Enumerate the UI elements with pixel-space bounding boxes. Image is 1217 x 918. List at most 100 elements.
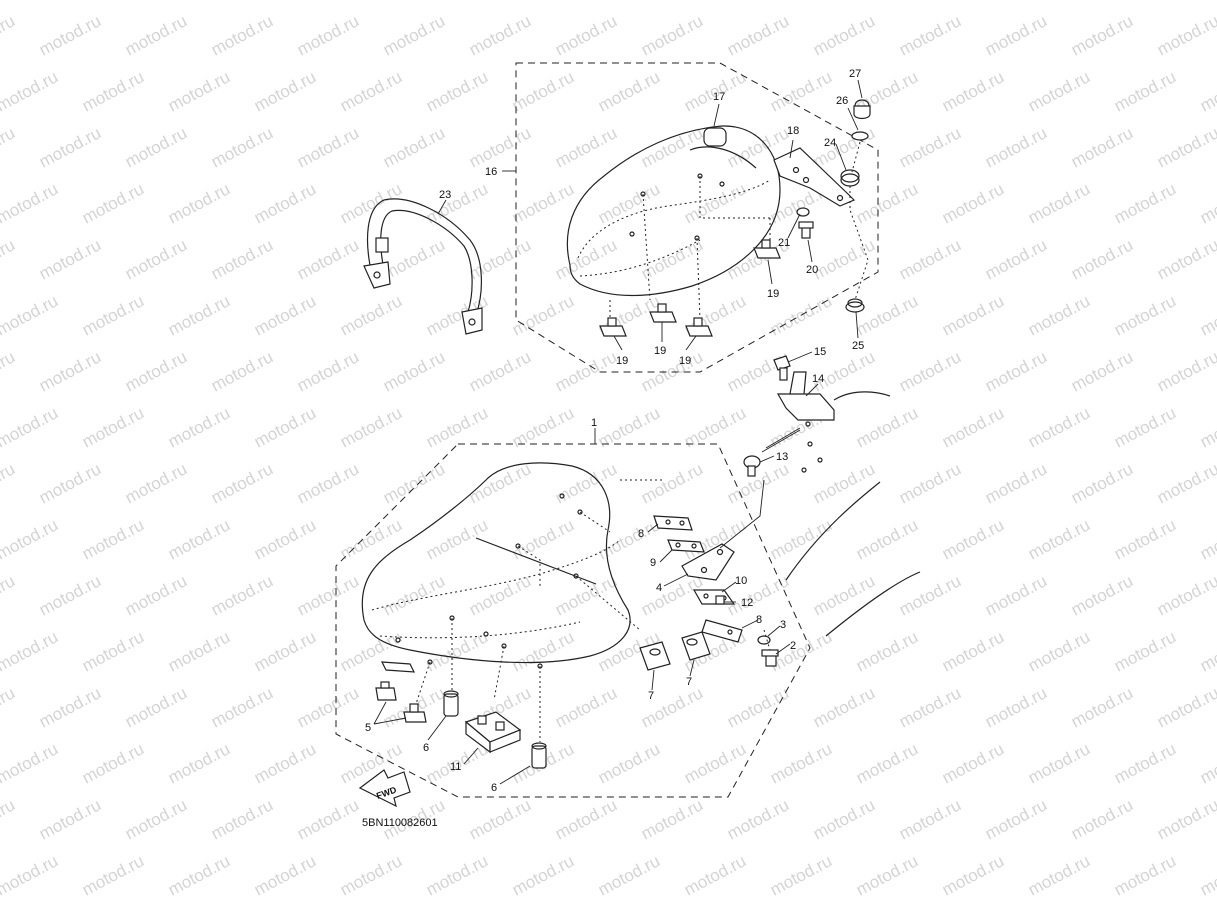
- watermark-text: motod.ru: [810, 11, 878, 59]
- watermark-text: motod.ru: [1025, 627, 1093, 675]
- callout-6-a: 6: [423, 742, 429, 754]
- watermark-text: motod.ru: [810, 459, 878, 507]
- watermark-text: motod.ru: [251, 291, 319, 339]
- watermark-text: motod.ru: [0, 571, 18, 619]
- watermark-text: motod.ru: [79, 179, 147, 227]
- watermark-text: motod.ru: [337, 403, 405, 451]
- watermark-text: motod.ru: [595, 67, 663, 115]
- watermark-text: motod.ru: [509, 0, 577, 4]
- watermark-text: motod.ru: [79, 515, 147, 563]
- watermark-text: motod.ru: [681, 179, 749, 227]
- watermark-text: motod.ru: [1068, 683, 1136, 731]
- watermark-text: motod.ru: [1025, 851, 1093, 899]
- watermark-text: motod.ru: [1025, 403, 1093, 451]
- watermark-text: motod.ru: [509, 627, 577, 675]
- watermark-text: motod.ru: [1197, 515, 1217, 563]
- watermark-text: motod.ru: [122, 907, 190, 913]
- watermark-text: motod.ru: [79, 0, 147, 4]
- watermark-text: motod.ru: [896, 123, 964, 171]
- watermark-text: motod.ru: [1154, 459, 1217, 507]
- callout-14: 14: [812, 373, 824, 385]
- callout-17: 17: [713, 91, 725, 103]
- watermark-text: motod.ru: [1025, 67, 1093, 115]
- watermark-text: motod.ru: [380, 11, 448, 59]
- watermark-text: motod.ru: [853, 403, 921, 451]
- watermark-text: motod.ru: [294, 795, 362, 843]
- watermark-text: motod.ru: [1197, 291, 1217, 339]
- watermark-text: motod.ru: [294, 347, 362, 395]
- watermark-text: motod.ru: [208, 907, 276, 913]
- watermark-text: motod.ru: [1068, 235, 1136, 283]
- watermark-text: motod.ru: [1111, 627, 1179, 675]
- front-seat-part: [361, 462, 662, 742]
- watermark-text: motod.ru: [165, 851, 233, 899]
- callout-27: 27: [849, 68, 861, 80]
- watermark-text: motod.ru: [1154, 11, 1217, 59]
- watermark-text: motod.ru: [1197, 851, 1217, 899]
- watermark-text: motod.ru: [1068, 347, 1136, 395]
- watermark-text: motod.ru: [638, 571, 706, 619]
- watermark-text: motod.ru: [208, 235, 276, 283]
- watermark-text: motod.ru: [423, 0, 491, 4]
- watermark-text: motod.ru: [36, 571, 104, 619]
- watermark-text: motod.ru: [0, 11, 18, 59]
- callout-8-b: 8: [756, 614, 762, 626]
- watermark-text: motod.ru: [853, 627, 921, 675]
- watermark-text: motod.ru: [896, 795, 964, 843]
- rear-seat-part: [566, 125, 781, 321]
- watermark-text: motod.ru: [896, 907, 964, 913]
- front-seat-group-outline: [335, 443, 811, 798]
- watermark-text: motod.ru: [595, 851, 663, 899]
- watermark-text: motod.ru: [1111, 403, 1179, 451]
- watermark-text: motod.ru: [208, 123, 276, 171]
- watermark-text: motod.ru: [0, 403, 61, 451]
- watermark-text: motod.ru: [0, 627, 61, 675]
- watermark-text: motod.ru: [251, 515, 319, 563]
- watermark-text: motod.ru: [767, 739, 835, 787]
- watermark-text: motod.ru: [1111, 291, 1179, 339]
- watermark-text: motod.ru: [1025, 739, 1093, 787]
- watermark-text: motod.ru: [552, 907, 620, 913]
- watermark-text: motod.ru: [1197, 0, 1217, 4]
- watermark-text: motod.ru: [1025, 515, 1093, 563]
- watermark-text: motod.ru: [294, 235, 362, 283]
- watermark-text: motod.ru: [36, 459, 104, 507]
- watermark-text: motod.ru: [0, 67, 61, 115]
- watermark-text: motod.ru: [982, 571, 1050, 619]
- watermark-text: motod.ru: [122, 571, 190, 619]
- rear-seat-hardware: [599, 99, 871, 337]
- watermark-text: motod.ru: [509, 851, 577, 899]
- watermark-text: motod.ru: [36, 683, 104, 731]
- watermark-text: motod.ru: [0, 459, 18, 507]
- watermark-text: motod.ru: [423, 67, 491, 115]
- watermark-text: motod.ru: [36, 123, 104, 171]
- watermark-text: motod.ru: [0, 739, 61, 787]
- watermark-text: motod.ru: [165, 403, 233, 451]
- callout-7-b: 7: [686, 676, 692, 688]
- watermark-text: motod.ru: [552, 459, 620, 507]
- watermark-text: motod.ru: [165, 179, 233, 227]
- watermark-text: motod.ru: [1111, 851, 1179, 899]
- watermark-text: motod.ru: [0, 683, 18, 731]
- watermark-text: motod.ru: [1068, 459, 1136, 507]
- callout-15: 15: [814, 346, 826, 358]
- watermark-text: motod.ru: [1197, 67, 1217, 115]
- watermark-text: motod.ru: [466, 235, 534, 283]
- watermark-text: motod.ru: [724, 11, 792, 59]
- callout-19-c: 19: [654, 345, 666, 357]
- watermark-text: motod.ru: [165, 739, 233, 787]
- watermark-text: motod.ru: [423, 179, 491, 227]
- watermark-text: motod.ru: [1068, 11, 1136, 59]
- watermark-text: motod.ru: [896, 459, 964, 507]
- watermark-text: motod.ru: [896, 11, 964, 59]
- watermark-text: motod.ru: [380, 235, 448, 283]
- watermark-text: motod.ru: [638, 459, 706, 507]
- callout-10: 10: [735, 575, 747, 587]
- callout-13: 13: [776, 451, 788, 463]
- callout-2: 2: [790, 640, 796, 652]
- watermark-text: motod.ru: [853, 851, 921, 899]
- watermark-text: motod.ru: [122, 235, 190, 283]
- watermark-text: motod.ru: [1068, 571, 1136, 619]
- watermark-text: motod.ru: [423, 851, 491, 899]
